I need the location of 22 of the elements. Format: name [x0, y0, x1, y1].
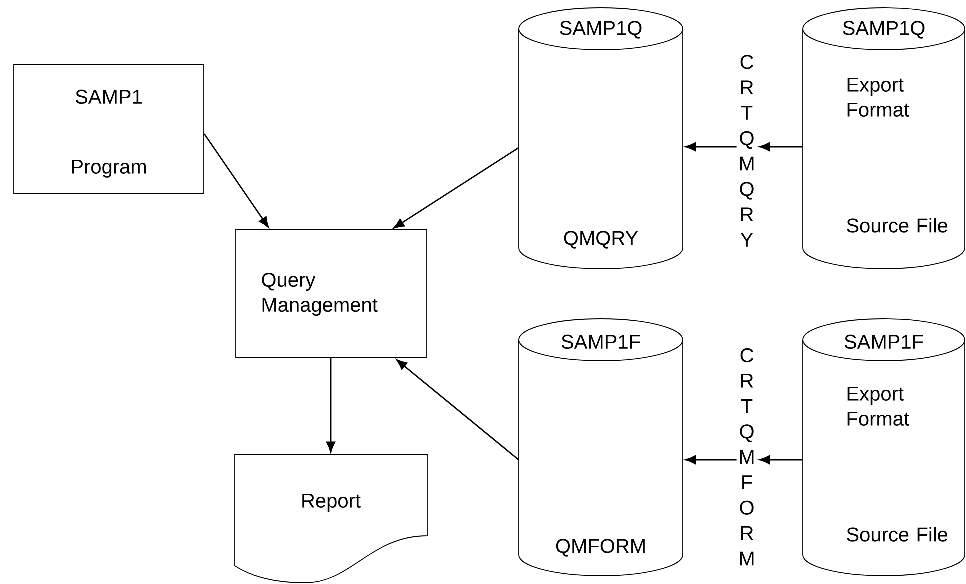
node-label: Source File [847, 218, 948, 233]
arrow [394, 147, 520, 229]
node-label: Export Format [848, 387, 910, 426]
arrow [204, 134, 270, 228]
node-label: Source File [847, 527, 948, 542]
node-label: Export Format [848, 78, 910, 117]
database-cylinder: SAMP1F QMFORM [518, 318, 684, 576]
database-cylinder: SAMP1Q QMQRY [518, 8, 684, 270]
database-cylinder: SAMP1Q Export Format Source File [802, 8, 966, 270]
arrow [759, 456, 803, 464]
arrow [759, 142, 803, 152]
arrow [326, 358, 336, 453]
node-label: QMQRY [564, 231, 638, 249]
process-box: SAMP1 Program [14, 64, 204, 194]
command-label: CRTQMFORM [740, 348, 754, 566]
database-cylinder: SAMP1F Export Format Source File [802, 318, 966, 576]
node-label: QMFORM [556, 539, 645, 557]
command-label: CRTQMQRY [740, 55, 754, 247]
arrow [685, 456, 737, 464]
process-box: Query Management [236, 230, 428, 358]
arrow [685, 142, 737, 152]
arrow [396, 360, 520, 461]
